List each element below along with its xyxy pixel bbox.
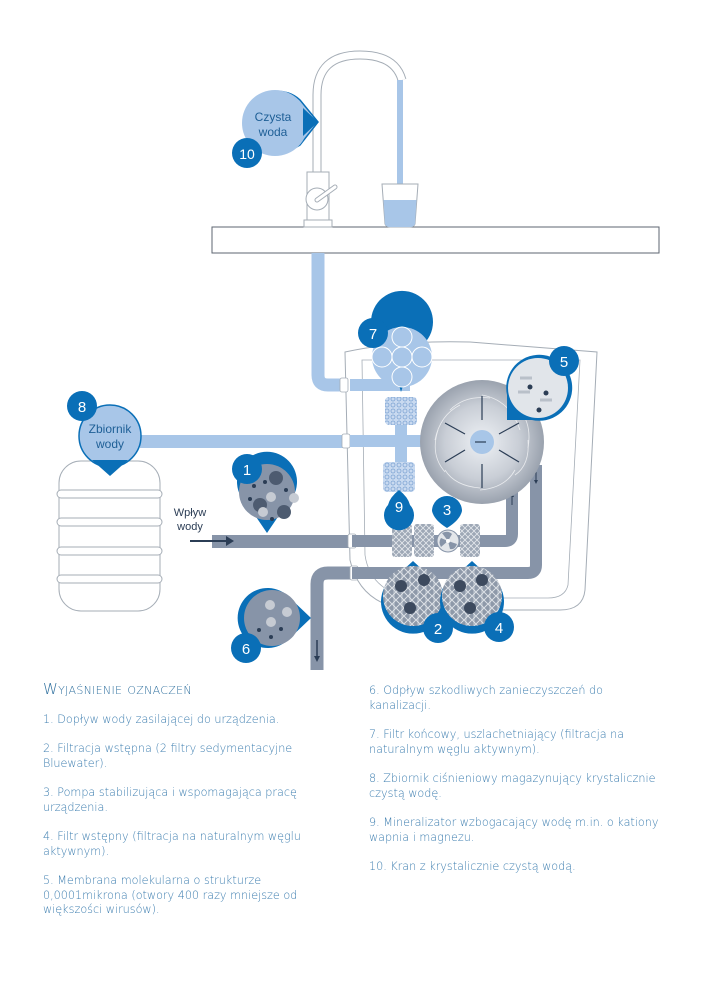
filter-9-cartridge <box>383 462 415 492</box>
marker-3: 3 <box>432 496 462 528</box>
pump <box>436 529 460 553</box>
svg-text:9: 9 <box>395 499 403 516</box>
legend-left-column: Wyjaśnienie oznaczeń 1. Dopływ wody zasi… <box>43 680 323 933</box>
marker-1: 1 <box>232 454 262 484</box>
callout-water-tank: Zbiornik wody <box>78 404 142 476</box>
svg-text:6: 6 <box>242 641 250 658</box>
legend-item-5: 5. Membrana molekularna o strukturze 0,0… <box>43 874 298 916</box>
filter-2a-cartridge <box>392 524 412 557</box>
filter-7-cartridge <box>385 397 417 425</box>
drain-pipe <box>310 566 352 670</box>
svg-text:7: 7 <box>369 326 377 343</box>
magnifier-2 <box>381 561 446 634</box>
svg-text:8: 8 <box>78 399 86 416</box>
svg-text:3: 3 <box>443 502 451 519</box>
marker-6: 6 <box>231 633 261 663</box>
marker-10: 10 <box>232 138 262 168</box>
legend-item-3: 3. Pompa stabilizująca i wspomagająca pr… <box>43 786 297 814</box>
marker-4: 4 <box>484 612 514 642</box>
legend-item-2: 2. Filtracja wstępna (2 filtry sedymenta… <box>43 742 293 770</box>
legend-item-7: 7. Filtr końcowy, uszlachetniający (filt… <box>369 728 625 756</box>
clean-water-pipe-up <box>311 253 350 392</box>
legend-item-4: 4. Filtr wstępny (filtracja na naturalny… <box>43 830 301 858</box>
svg-text:5: 5 <box>560 354 568 371</box>
callout-clean-water: Czysta woda <box>242 90 319 156</box>
clean-water-label-line1: Czysta <box>255 110 292 124</box>
water-tank-label-line2: wody <box>95 437 124 451</box>
filter-2b-cartridge <box>414 524 434 557</box>
countertop <box>211 226 660 254</box>
internal-drain-pipe <box>352 465 542 579</box>
drain-arrow <box>314 640 320 662</box>
faucet <box>303 50 407 228</box>
legend-item-6: 6. Odpływ szkodliwych zanieczyszczeń do … <box>369 684 603 712</box>
clean-water-label-line2: woda <box>258 125 288 139</box>
svg-text:1: 1 <box>243 462 251 479</box>
marker-8: 8 <box>67 391 97 421</box>
water-stream <box>397 80 403 205</box>
water-glass <box>381 183 419 228</box>
legend-item-8: 8. Zbiornik ciśnieniowy magazynujący kry… <box>369 772 656 800</box>
inflow-label-line2: wody <box>176 521 203 533</box>
inflow-label-line1: Wpływ <box>174 507 206 519</box>
marker-2: 2 <box>423 613 453 643</box>
svg-text:2: 2 <box>434 621 442 638</box>
legend-item-1: 1. Dopływ wody zasilającej do urządzenia… <box>43 712 280 726</box>
legend-title: Wyjaśnienie oznaczeń <box>43 680 192 698</box>
filter-4-cartridge <box>460 524 480 557</box>
legend-right-column: 6. Odpływ szkodliwych zanieczyszczeń do … <box>369 684 659 890</box>
water-tank <box>56 460 163 612</box>
water-tank-label-line1: Zbiornik <box>89 422 133 436</box>
magnifier-4 <box>440 561 504 634</box>
water-filtration-diagram: Czysta woda Zbiornik wody Wpływ wody 1 2… <box>56 50 660 670</box>
svg-text:10: 10 <box>239 146 255 162</box>
marker-9: 9 <box>384 490 415 531</box>
clean-water-pipe-tank <box>140 435 350 448</box>
marker-7: 7 <box>358 318 388 348</box>
magnifier-6 <box>237 588 311 648</box>
inflow-pipe <box>212 535 352 548</box>
legend-item-9: 9. Mineralizator wzbogacający wodę m.in.… <box>369 816 659 844</box>
legend-item-10: 10. Kran z krystalicznie czystą wodą. <box>369 860 576 873</box>
internal-dirty-pipe <box>352 490 518 547</box>
magnifier-7 <box>371 290 433 392</box>
svg-text:4: 4 <box>495 620 503 637</box>
marker-5: 5 <box>549 346 579 376</box>
inflow-arrow <box>190 536 234 546</box>
